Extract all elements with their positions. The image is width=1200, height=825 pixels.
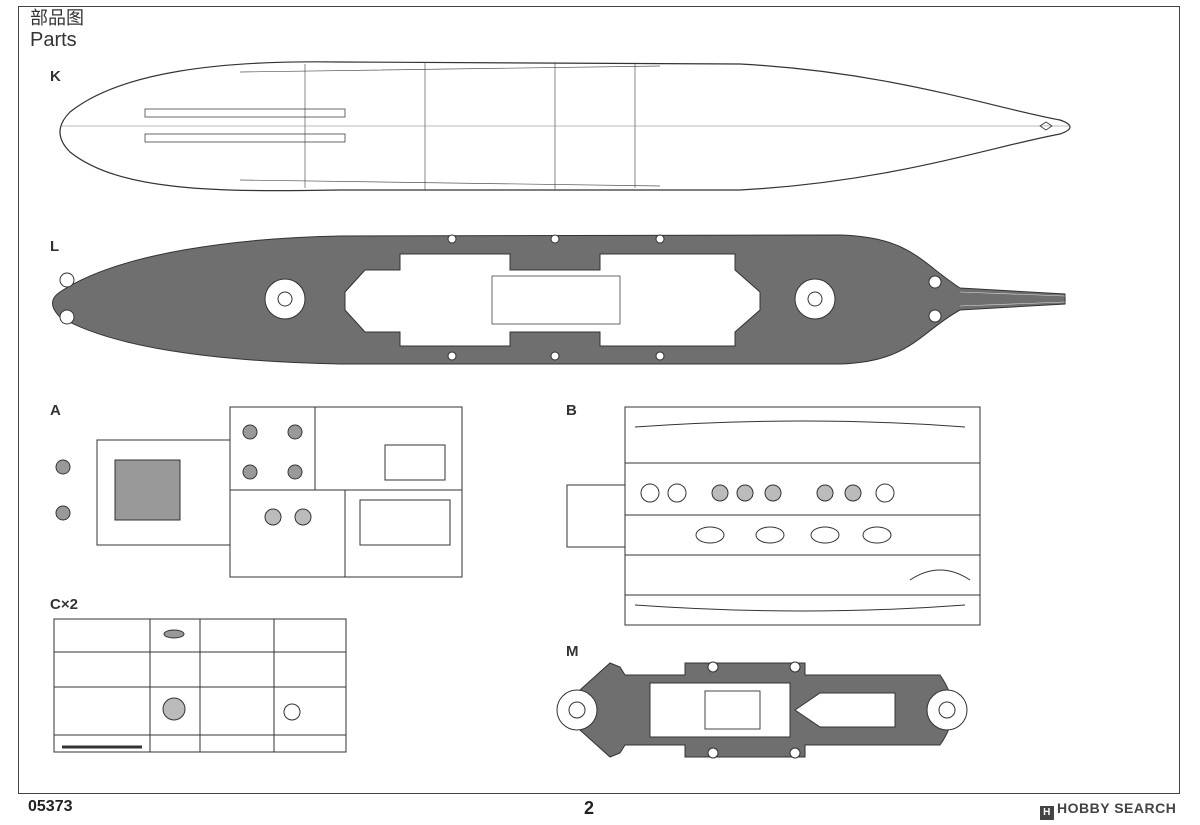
- deck-part-l: [52, 234, 1066, 365]
- hull-part-m: [556, 661, 968, 759]
- product-code: 05373: [28, 798, 73, 815]
- title-english: Parts: [30, 29, 77, 51]
- section-label-m: M: [566, 643, 579, 660]
- section-label-k: K: [50, 68, 61, 85]
- page-frame: [18, 6, 1180, 794]
- sprue-a: [55, 406, 463, 578]
- sprue-b: [566, 406, 981, 626]
- sprue-c: [53, 618, 347, 753]
- section-label-c: C×2: [50, 596, 78, 613]
- section-label-l: L: [50, 238, 60, 255]
- hobby-search-logo-icon: H: [1040, 806, 1054, 820]
- title-chinese: 部品图: [30, 8, 84, 29]
- section-label-b: B: [566, 402, 577, 419]
- hull-part-k: [59, 61, 1071, 192]
- section-label-a: A: [50, 402, 61, 419]
- watermark-text: HOBBY SEARCH: [1057, 800, 1177, 816]
- title-block: 部品图 Parts: [30, 8, 84, 51]
- page-number: 2: [584, 798, 595, 818]
